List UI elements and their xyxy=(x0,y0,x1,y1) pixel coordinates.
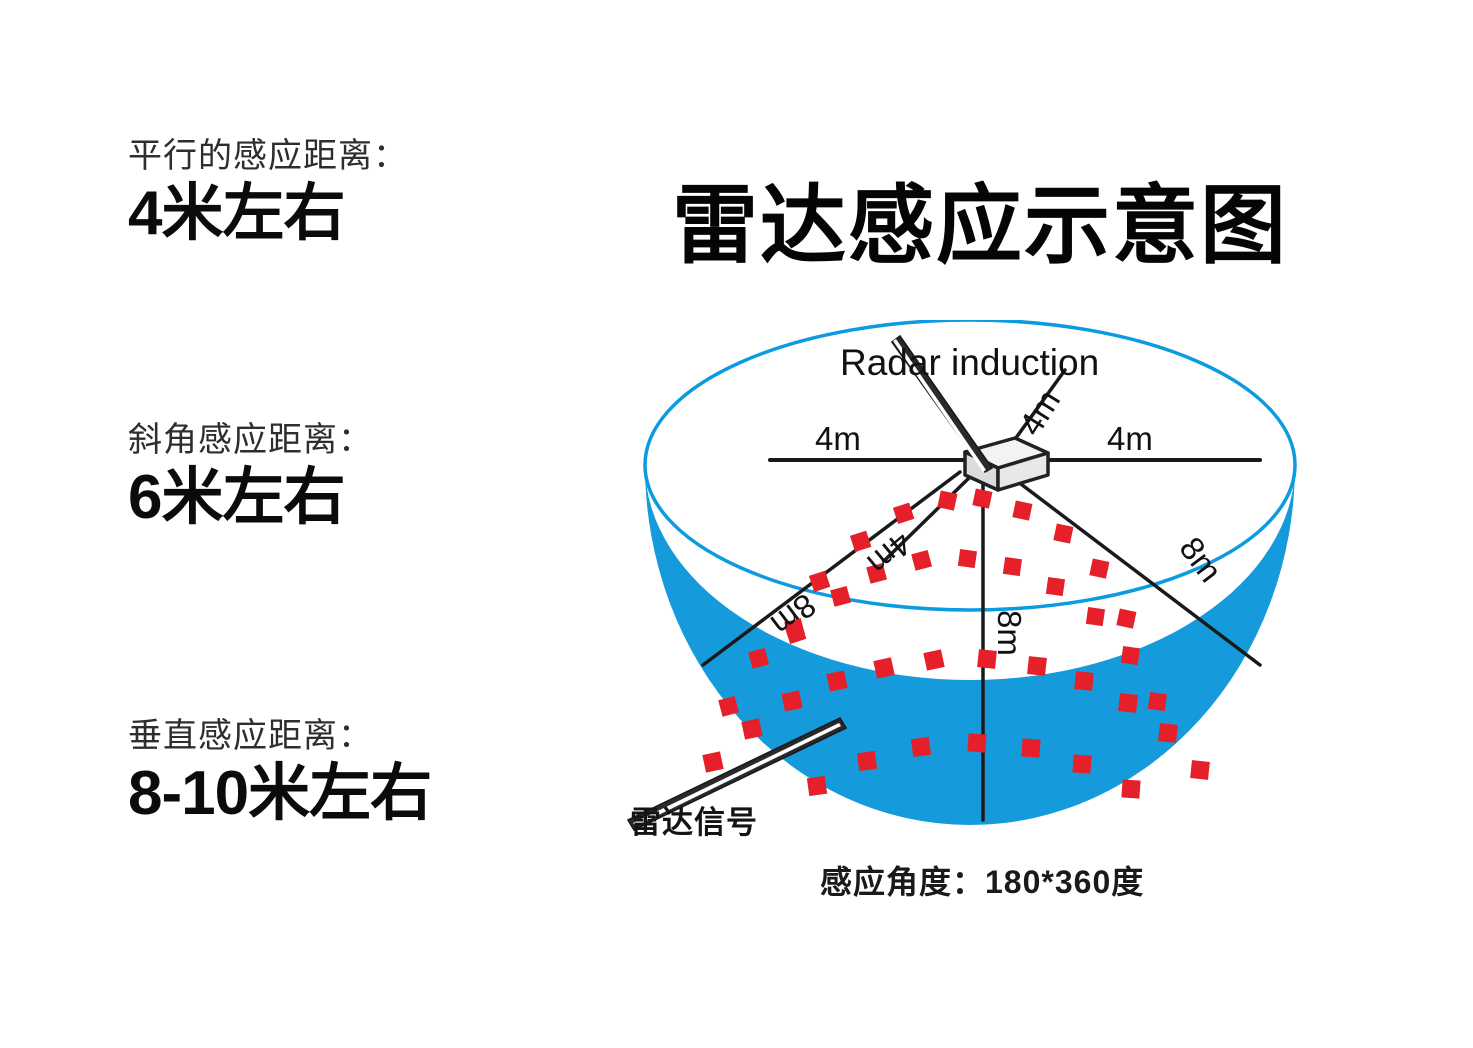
spec-parallel-label: 平行的感应距离： xyxy=(128,137,408,175)
radar-diagram: 4m 4m 4m 4m 8m 8m 8m Radar induction xyxy=(600,320,1340,940)
diagonal-lower-left-line xyxy=(883,473,974,562)
spec-oblique-label: 斜角感应距离： xyxy=(128,421,373,459)
radar-signal-label: 雷达信号 xyxy=(630,805,758,840)
page-title: 雷达感应示意图 xyxy=(672,178,1288,274)
label-8m-vertical: 8m xyxy=(991,610,1028,656)
spec-vertical-value: 8-10米左右 xyxy=(128,759,432,829)
radar-signal-markers xyxy=(702,488,1210,799)
signal-arc-middle xyxy=(718,548,1168,717)
radar-induction-leader xyxy=(890,334,994,474)
radar-induction-label: Radar induction xyxy=(840,342,1099,383)
spec-oblique: 斜角感应距离： 6米左右 xyxy=(128,421,373,533)
spec-vertical: 垂直感应距离： 8-10米左右 xyxy=(128,717,432,829)
dome-rim-ellipse xyxy=(643,320,1297,612)
label-4m-right: 4m xyxy=(1107,420,1153,457)
label-4m-left: 4m xyxy=(815,420,861,457)
radar-signal-leader xyxy=(626,716,848,832)
signal-arc-outermost xyxy=(806,733,1141,799)
slant-right-line xyxy=(1003,470,1262,667)
signal-arc-inner xyxy=(784,488,1137,645)
spec-parallel: 平行的感应距离： 4米左右 xyxy=(128,137,408,249)
signal-arc-outer xyxy=(702,649,1210,780)
spec-parallel-value: 4米左右 xyxy=(128,179,345,249)
sensing-angle-caption: 感应角度：180*360度 xyxy=(820,864,1145,900)
slant-left-line xyxy=(701,470,962,667)
spec-vertical-label: 垂直感应距离： xyxy=(128,717,373,755)
spec-oblique-value: 6米左右 xyxy=(128,463,345,533)
